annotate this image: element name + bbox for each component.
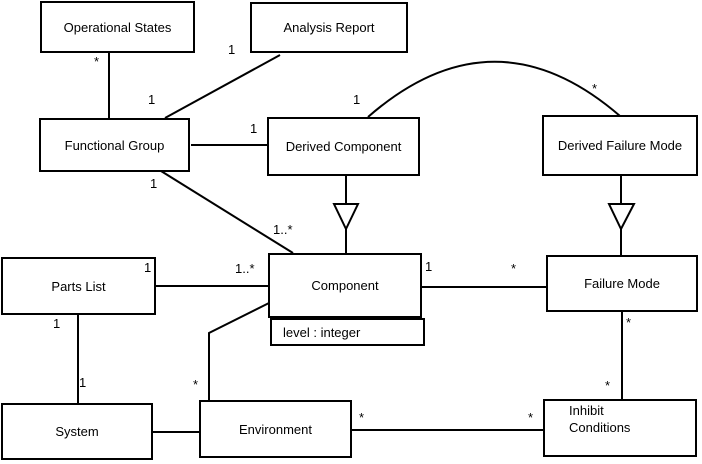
class-operational-states[interactable]: Operational States <box>40 1 195 53</box>
mult-failure-mode-star-bottom: * <box>626 315 632 330</box>
mult-component-many-left: 1..* <box>235 261 255 276</box>
assoc-environment-component <box>208 302 270 401</box>
class-name-parts-list: Parts List <box>51 278 106 294</box>
assoc-derived-component-derived-failure-mode <box>367 60 621 118</box>
mult-functional-group-one-top: 1 <box>148 92 156 107</box>
mult-analysis-report-one: 1 <box>228 42 236 57</box>
class-component[interactable]: Component <box>268 253 422 318</box>
mult-derived-component-arc-one: 1 <box>353 92 361 107</box>
class-derived-component[interactable]: Derived Component <box>267 117 420 176</box>
class-derived-failure-mode[interactable]: Derived Failure Mode <box>542 115 698 176</box>
mult-component-one-right: 1 <box>425 259 433 274</box>
class-analysis-report[interactable]: Analysis Report <box>250 2 408 53</box>
class-name-environment: Environment <box>239 421 312 437</box>
assoc-analysis-report-functional-group <box>164 54 281 119</box>
class-system[interactable]: System <box>1 403 153 460</box>
mult-inhibit-conditions-star-left: * <box>528 410 534 425</box>
class-inhibit-conditions[interactable]: Inhibit Conditions <box>543 399 697 457</box>
mult-functional-group-one-bottom: 1 <box>150 176 158 191</box>
class-functional-group[interactable]: Functional Group <box>39 118 190 172</box>
mult-operational-states-star: * <box>94 54 100 69</box>
class-failure-mode[interactable]: Failure Mode <box>546 255 698 312</box>
class-name-failure-mode: Failure Mode <box>584 276 660 291</box>
class-name-operational-states: Operational States <box>63 19 172 35</box>
mult-parts-list-system-one-bottom: 1 <box>79 375 87 390</box>
attributes-component[interactable]: level : integer <box>270 318 425 346</box>
mult-environment-star-right: * <box>359 410 365 425</box>
mult-derived-failure-mode-arc-star: * <box>592 81 598 96</box>
mult-component-many-top: 1..* <box>273 222 293 237</box>
assoc-functional-group-component <box>160 170 294 254</box>
generalization-arrow-to-failure-mode <box>607 203 636 232</box>
class-environment[interactable]: Environment <box>199 400 352 458</box>
class-name-derived-failure-mode: Derived Failure Mode <box>557 138 683 153</box>
mult-failure-mode-star-left: * <box>511 261 517 276</box>
class-parts-list[interactable]: Parts List <box>1 257 156 315</box>
mult-derived-component-one-left: 1 <box>250 121 258 136</box>
class-name-functional-group: Functional Group <box>64 137 165 153</box>
generalization-arrow-to-component <box>332 203 360 232</box>
class-name-inhibit-conditions: Inhibit Conditions <box>569 403 631 435</box>
class-name-component: Component <box>311 278 379 293</box>
attribute-text: level : integer <box>283 324 361 340</box>
class-name-system: System <box>55 424 99 439</box>
mult-parts-list-one: 1 <box>144 260 152 275</box>
mult-inhibit-conditions-star-top: * <box>605 378 611 393</box>
mult-environment-component-star: * <box>193 377 199 392</box>
class-name-derived-component: Derived Component <box>285 139 402 154</box>
class-name-analysis-report: Analysis Report <box>283 20 375 35</box>
mult-parts-list-system-one-top: 1 <box>53 316 61 331</box>
